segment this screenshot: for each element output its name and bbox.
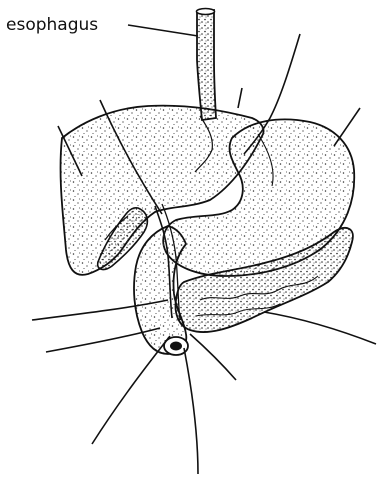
esophagus-icon [197, 9, 217, 121]
esophagus-label: esophagus [6, 15, 98, 35]
leader-line-3 [334, 108, 360, 146]
leader-line-1 [238, 88, 242, 108]
leader-line-8 [92, 336, 170, 444]
leader-line-esophagus [128, 25, 198, 36]
leader-line-11 [264, 312, 376, 344]
leader-line-10 [190, 334, 236, 380]
leader-line-7 [46, 328, 160, 352]
leader-line-9 [184, 348, 198, 474]
